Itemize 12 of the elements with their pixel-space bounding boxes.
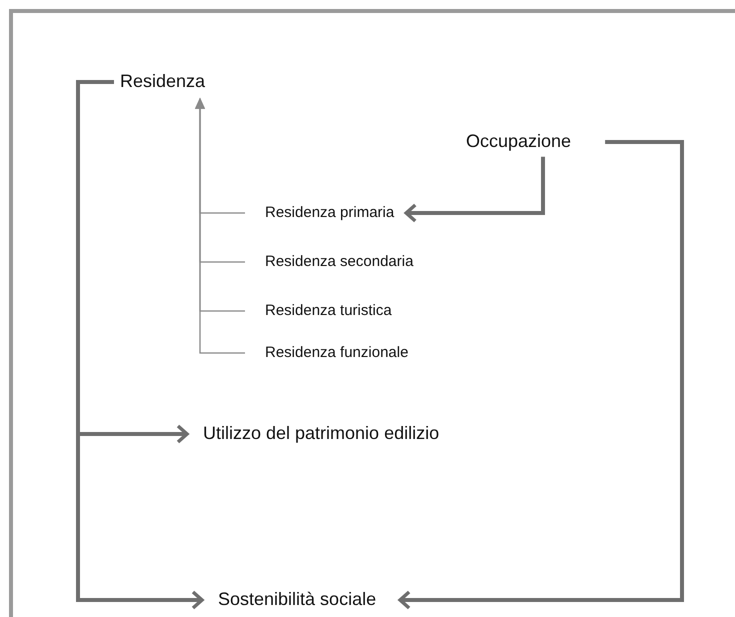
node-label: Occupazione bbox=[466, 131, 572, 153]
node-label: Sostenibilità sociale bbox=[218, 589, 376, 611]
arrow bbox=[195, 98, 245, 354]
node-label: Residenza bbox=[120, 71, 206, 93]
arrow bbox=[76, 80, 204, 610]
arrow bbox=[404, 156, 545, 223]
node-label: Residenza turistica bbox=[265, 302, 392, 320]
arrow bbox=[398, 140, 684, 610]
node-label: Utilizzo del patrimonio edilizio bbox=[203, 423, 440, 445]
node-label: Residenza funzionale bbox=[265, 344, 408, 362]
node-label: Residenza primaria bbox=[265, 204, 394, 222]
node-label: Residenza secondaria bbox=[265, 253, 414, 271]
